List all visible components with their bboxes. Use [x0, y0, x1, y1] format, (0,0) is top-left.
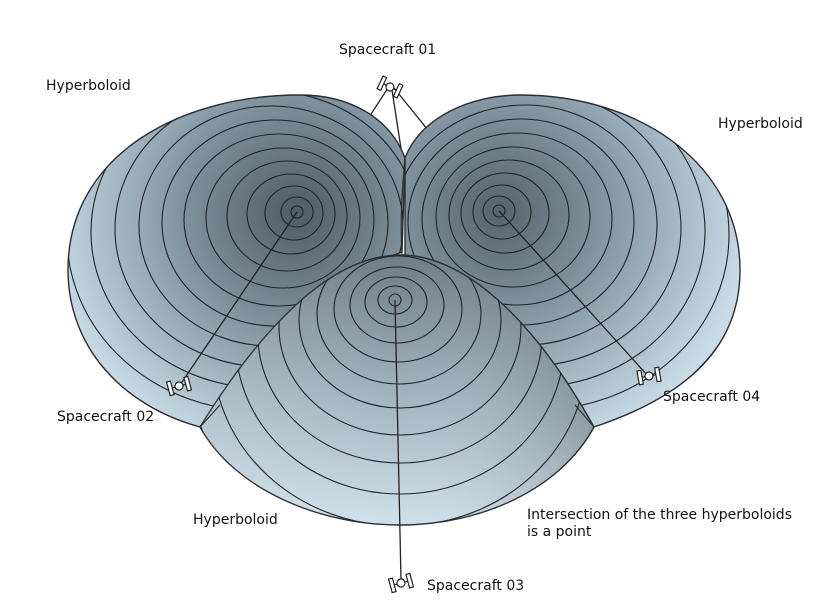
label-intersection-line1: Intersection of the three hyperboloids	[527, 507, 792, 523]
label-intersection: Intersection of the three hyperboloids i…	[527, 507, 827, 541]
label-hyperboloid-right: Hyperboloid	[718, 116, 803, 132]
spacecraft-03-icon	[387, 572, 415, 594]
spacecraft-02-icon	[165, 375, 193, 397]
label-hyperboloid-bottom: Hyperboloid	[193, 512, 278, 528]
label-intersection-line2: is a point	[527, 524, 592, 540]
lobe-seam	[400, 157, 406, 256]
label-hyperboloid-left: Hyperboloid	[46, 78, 131, 94]
left-hyperboloid	[67, 94, 406, 428]
label-spacecraft-02: Spacecraft 02	[57, 409, 155, 425]
label-spacecraft-04: Spacecraft 04	[663, 389, 761, 405]
label-spacecraft-03: Spacecraft 03	[427, 578, 525, 594]
spacecraft-04-icon	[636, 366, 662, 386]
focus-lines	[179, 210, 649, 581]
spacecraft-01-icon	[376, 75, 404, 99]
label-spacecraft-01: Spacecraft 01	[339, 42, 437, 58]
